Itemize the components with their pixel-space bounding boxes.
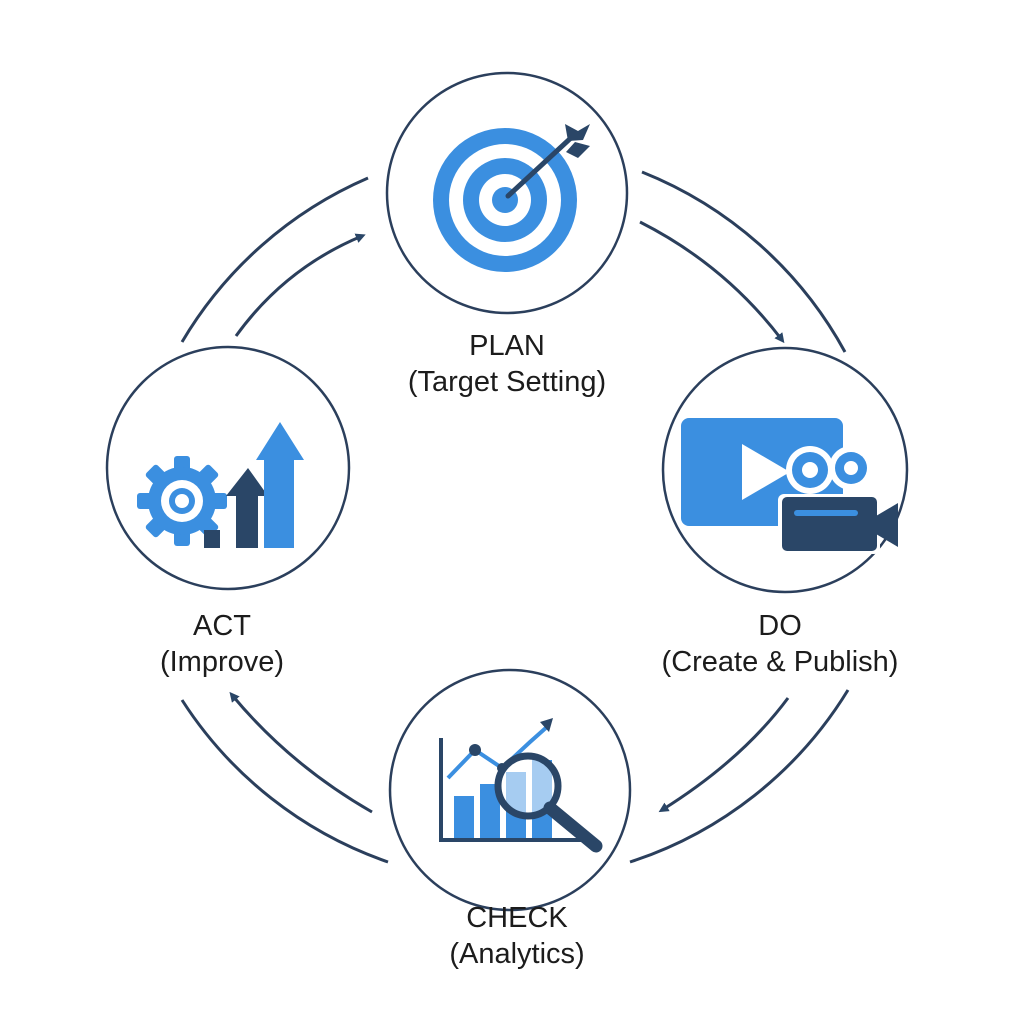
- inner-cycle-arrows: [229, 220, 790, 814]
- outer-cycle-arcs: [180, 170, 850, 864]
- act-label: ACT (Improve): [62, 608, 382, 680]
- act-circle: [105, 345, 351, 591]
- target-icon: [433, 124, 590, 272]
- act-title: ACT: [193, 610, 251, 642]
- outer-arc-act-plan: [180, 176, 369, 343]
- arrow-act-to-plan: [234, 233, 366, 337]
- outer-arc-do-check: [629, 689, 850, 864]
- plan-label: PLAN (Target Setting): [347, 328, 667, 400]
- check-subtitle: (Analytics): [449, 938, 585, 970]
- plan-subtitle: (Target Setting): [407, 366, 607, 398]
- check-label: CHECK (Analytics): [357, 900, 677, 972]
- analytics-magnifier-icon: [439, 718, 603, 853]
- gear-growth-icon: [137, 422, 304, 548]
- video-camera-icon: [681, 418, 898, 554]
- arrow-check-to-act: [229, 691, 373, 814]
- do-label: DO (Create & Publish): [620, 608, 940, 680]
- act-subtitle: (Improve): [159, 646, 285, 678]
- plan-title: PLAN: [469, 330, 545, 362]
- check-title: CHECK: [466, 902, 568, 934]
- arrow-do-to-check: [658, 697, 790, 813]
- arrow-plan-to-do: [639, 220, 785, 344]
- outer-arc-check-act: [180, 699, 389, 864]
- outer-arc-plan-do: [641, 170, 847, 353]
- do-subtitle: (Create & Publish): [661, 646, 899, 678]
- do-title: DO: [758, 610, 802, 642]
